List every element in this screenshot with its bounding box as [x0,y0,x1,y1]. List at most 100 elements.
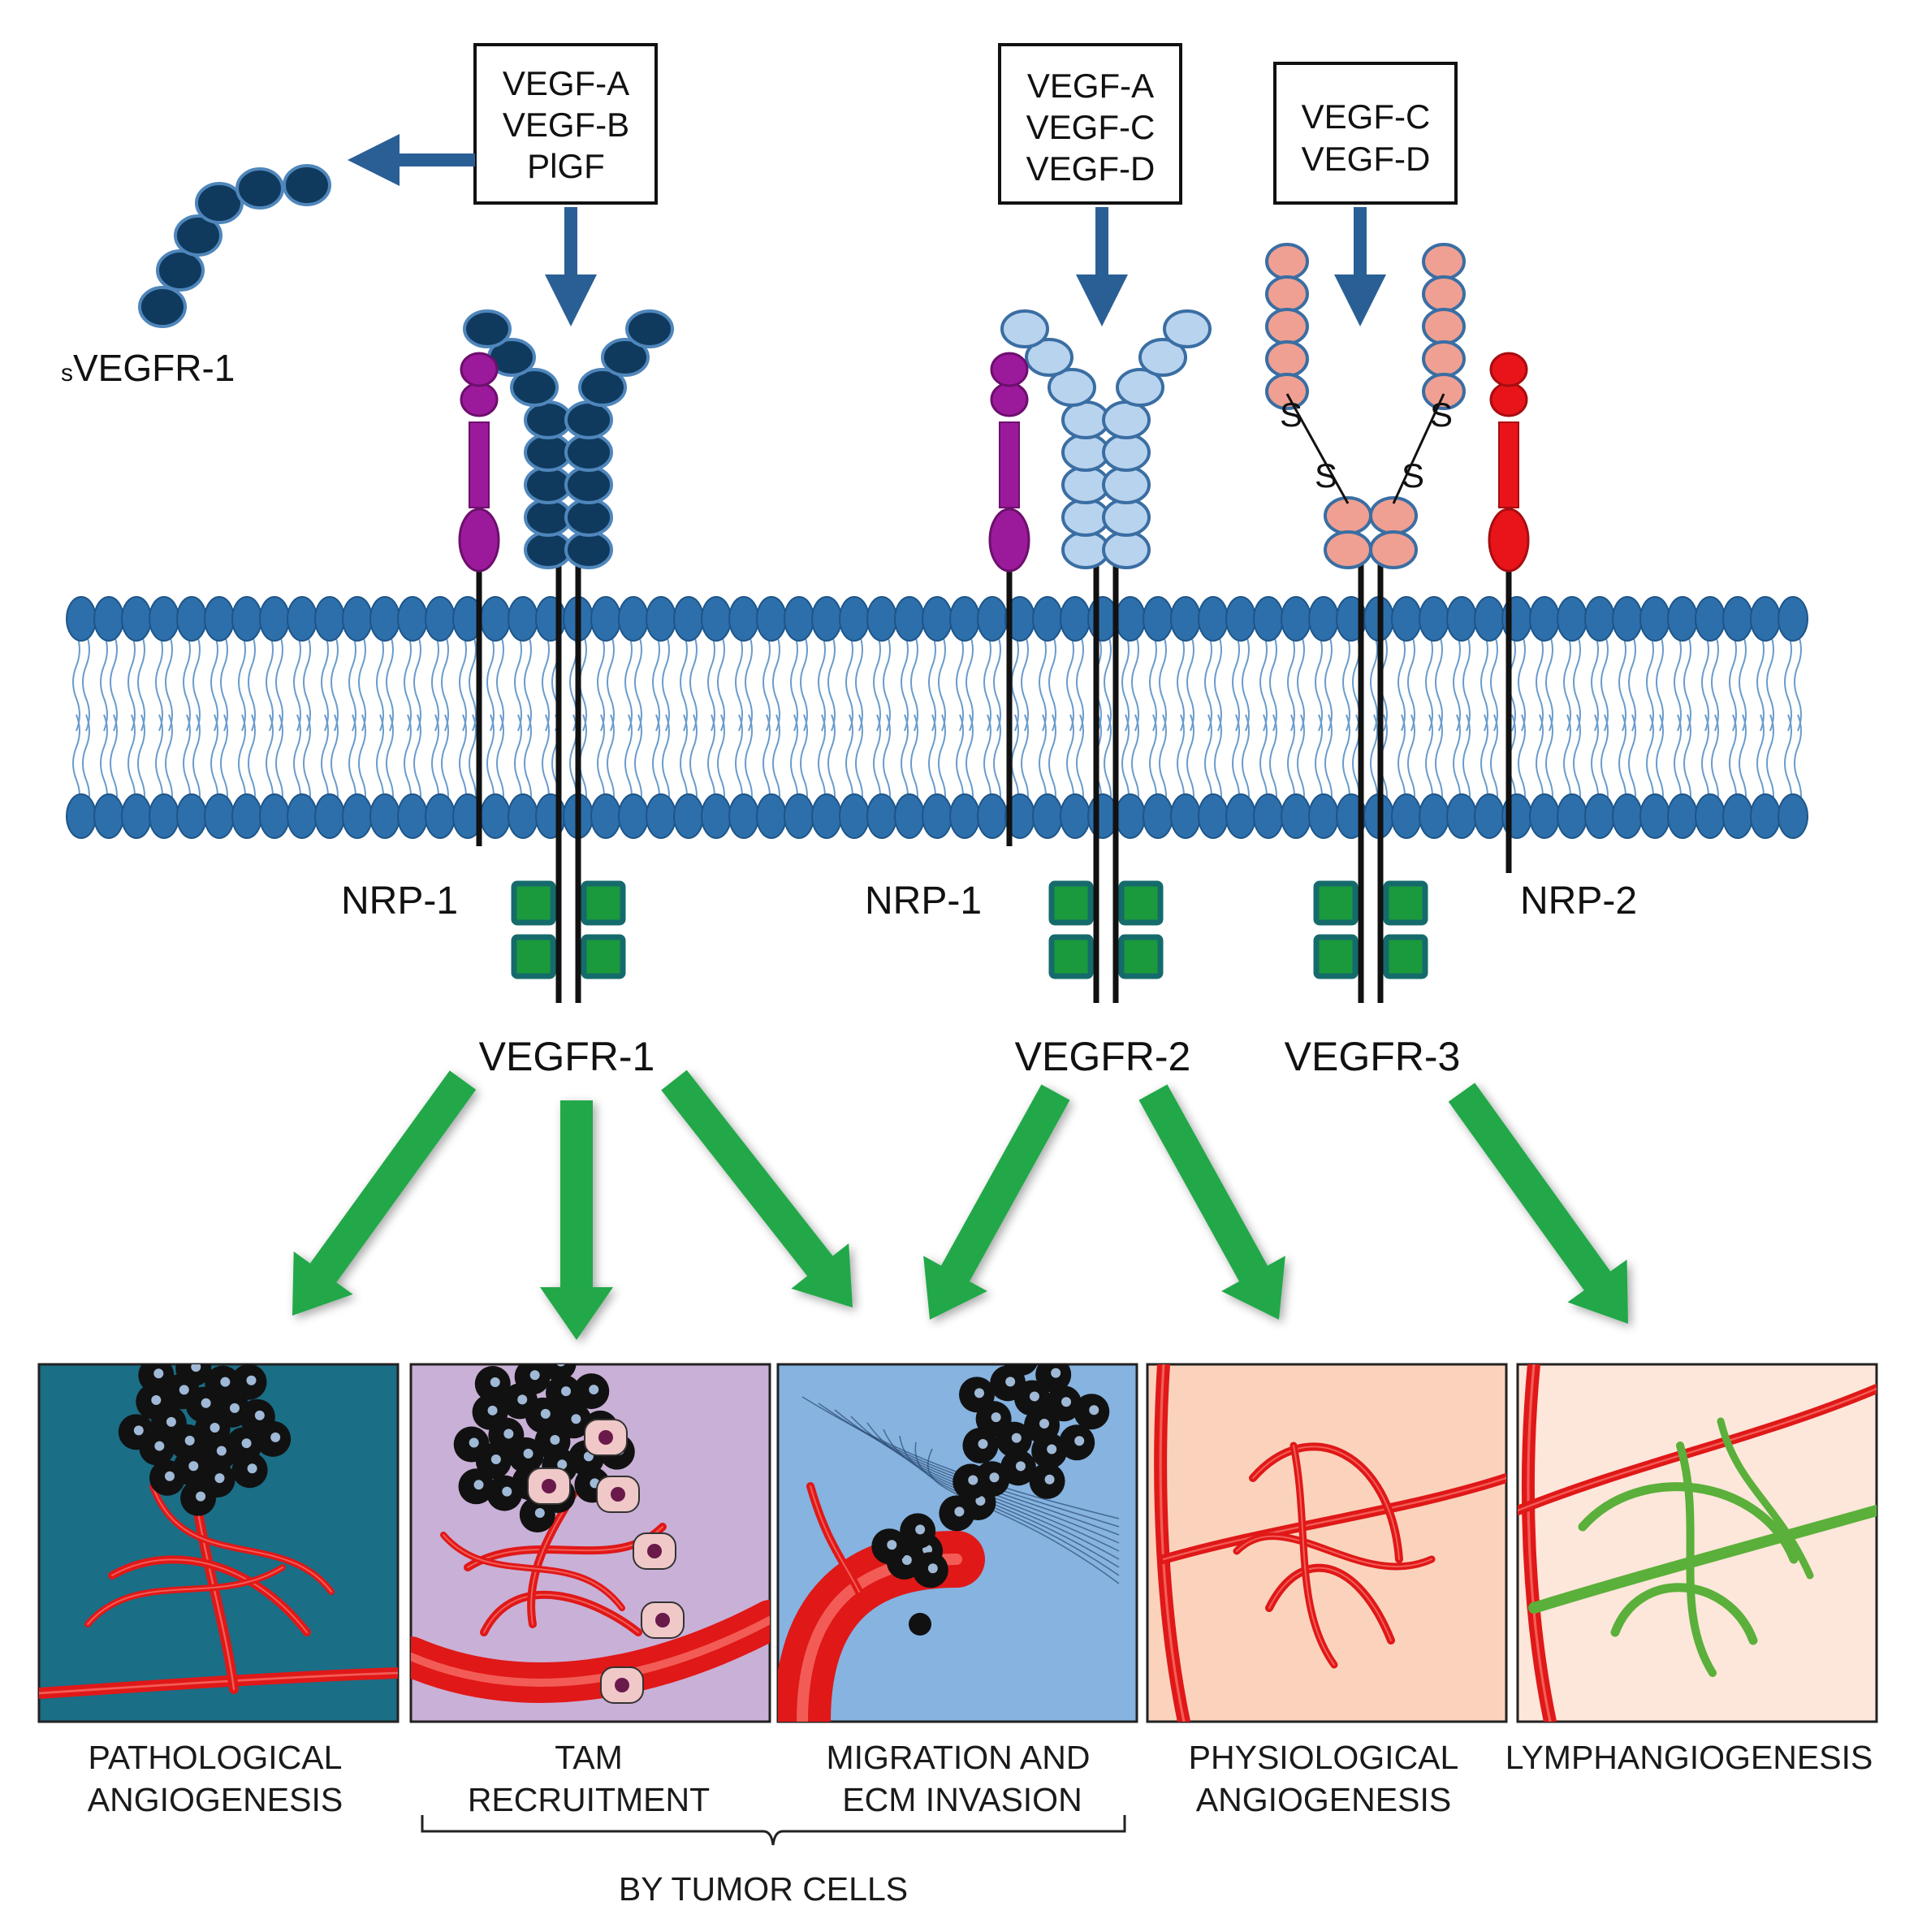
ligand-name: VEGF-D [1026,149,1156,188]
lipid-tail [1131,714,1139,813]
disulfide-bond [1392,393,1445,504]
coreceptor-label: NRP-2 [1520,880,1637,923]
lipid-head [922,596,953,642]
soluble-prefix: s [61,360,73,387]
lipid-tail [404,633,412,732]
lipid-head [1170,596,1201,642]
tumor-nucleus [241,1438,252,1449]
tumor-nucleus [1015,1461,1026,1472]
lipid-tail [248,633,256,732]
signaling-arrow [1448,1083,1628,1324]
lipid-head [701,596,732,642]
lipid-head [839,596,870,642]
tumor-nucleus [254,1410,265,1420]
lymphatic-vessel [1528,1505,1877,1614]
lipid-tail [1591,633,1599,732]
lipid-head [93,793,124,839]
tumor-nucleus [133,1425,144,1436]
tumor-cell [138,1364,175,1394]
lipid-head [1170,793,1201,839]
kinase-domain [1383,880,1428,926]
lipid-head [1722,596,1753,642]
ig-domain [564,400,613,439]
lipid-head [397,596,428,642]
lipid-head [1115,793,1146,839]
lipid-head [1225,793,1256,839]
ig-domain [1102,498,1151,537]
lipid-head [1143,596,1173,642]
vessel-highlight [1268,1567,1392,1641]
ig-domain [578,368,627,407]
lipid-head [1750,793,1781,839]
ligand-box-vegfr1: VEGF-A VEGF-B PlGF [473,43,658,205]
tumor-nucleus [179,1385,189,1395]
tumor-nucleus [915,1524,926,1535]
lipid-tail [441,633,449,732]
outcome-caption: MIGRATION AND [827,1739,1091,1776]
lipid-tail [441,714,449,813]
signaling-arrow [540,1100,613,1340]
lipid-tail [993,633,1001,732]
lipid-tail [192,714,201,813]
outcome-panel [37,1363,400,1723]
lipid-tail [1214,714,1222,813]
tumor-nucleus [469,1437,479,1448]
lipid-tail [1177,633,1185,732]
lipid-tail [220,633,228,732]
nrp-domain [990,352,1029,387]
kinase-domain [1118,880,1164,926]
ig-domain [625,309,674,348]
ig-domain [1061,498,1110,537]
tumor-nucleus [540,1408,551,1419]
nrp-domain [1489,382,1528,417]
lipid-tail [772,633,780,732]
lipid-tail [597,633,605,732]
lipid-tail [855,633,863,732]
lipid-tail [542,633,550,732]
kinase-domain [581,934,626,979]
lipid-tail [1186,633,1194,732]
ig-domain [283,164,331,206]
tumor-nucleus [201,1398,211,1408]
lipid-tail [790,633,798,732]
outcome-caption: TAM [555,1739,623,1776]
lipid-tail [1407,633,1415,732]
lipid-head [259,793,290,839]
ig-domain [1265,308,1309,345]
lipid-head [1639,793,1670,839]
lipid-tail [1739,714,1747,813]
lymphatic-vessel [1610,1583,1758,1645]
lipid-tail [800,633,808,732]
lipid-head [342,793,373,839]
lipid-tail [386,633,394,732]
lipid-tail [459,633,467,732]
kinase-domain [511,934,556,979]
tumor-nucleus [247,1463,257,1474]
lipid-head [369,596,400,642]
lipid-head [922,793,953,839]
ligand-name: VEGF-A [1027,67,1154,105]
lipid-tail [275,714,283,813]
lipid-tail [1784,633,1792,732]
lipid-tail [496,714,504,813]
lipid-tail [883,714,891,813]
ig-domain [174,214,222,257]
tumor-nucleus [490,1454,501,1465]
disulfide-label: S [1315,456,1337,495]
lipid-tail [717,633,725,732]
lipid-tail [1480,633,1488,732]
lipid-head [149,596,179,642]
lipid-tail [855,714,863,813]
vessel-highlight [810,1485,860,1593]
lipid-tail [348,633,356,732]
receptor-label: VEGFR-3 [1285,1034,1461,1079]
kinase-domain [1048,934,1094,979]
lipid-head [618,596,649,642]
tumor-nucleus [473,1480,484,1490]
vessel-highlight [1162,1476,1506,1561]
lipid-tail [386,714,394,813]
ig-domain [601,338,650,377]
lipid-head [1474,793,1505,839]
ligand-name: PlGF [527,147,605,185]
